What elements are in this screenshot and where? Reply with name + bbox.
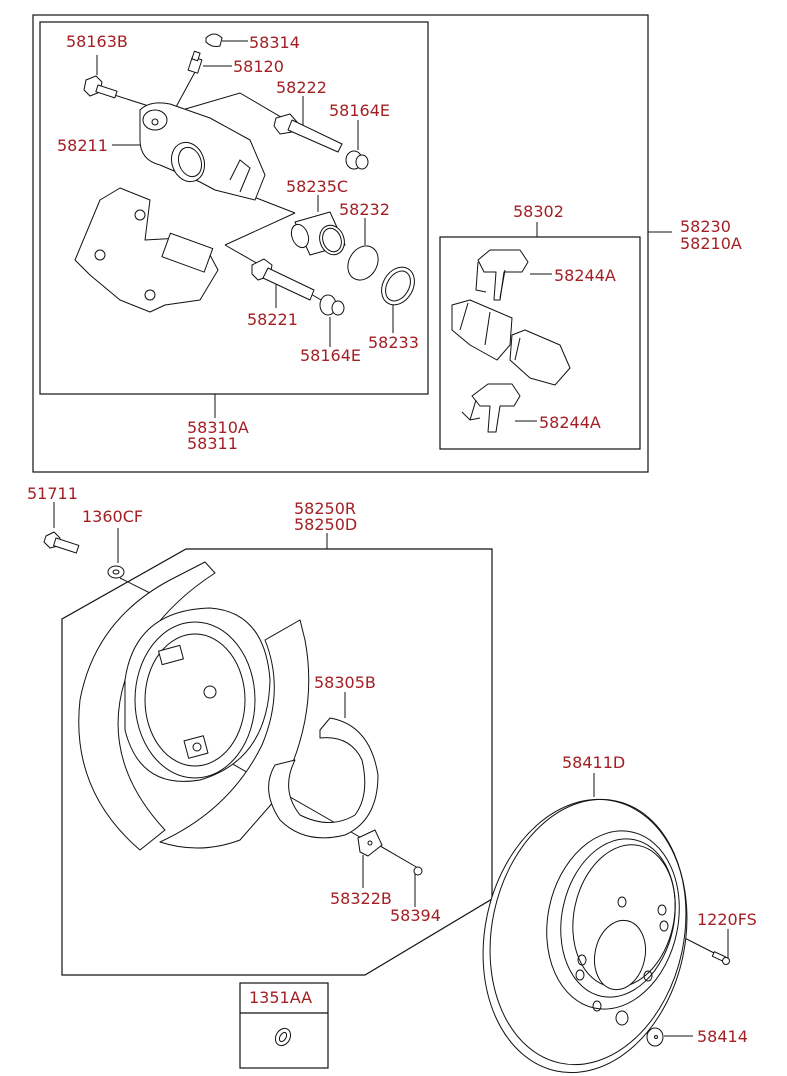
seal-58232-drawing xyxy=(347,245,379,281)
guide-pin-58221-drawing xyxy=(251,258,315,301)
piston-58235C-drawing xyxy=(290,211,346,256)
plug-58414-drawing xyxy=(646,1027,664,1047)
label-58302[interactable]: 58302 xyxy=(513,202,564,221)
label-58244A-bottom[interactable]: 58244A xyxy=(539,413,601,432)
label-58230[interactable]: 58230 xyxy=(680,217,731,236)
label-51711[interactable]: 51711 xyxy=(27,484,78,503)
bolt-58163B-drawing xyxy=(83,75,118,99)
caliper-assembly-box xyxy=(32,14,649,473)
label-58232[interactable]: 58232 xyxy=(339,200,390,219)
leader-lines xyxy=(53,40,729,1037)
label-58222[interactable]: 58222 xyxy=(276,78,327,97)
label-58244A-top[interactable]: 58244A xyxy=(554,266,616,285)
washer-1351AA-drawing xyxy=(274,1027,292,1047)
label-58221[interactable]: 58221 xyxy=(247,310,298,329)
label-58233[interactable]: 58233 xyxy=(368,333,419,352)
screw-58394-drawing xyxy=(413,866,423,876)
washer-1360CF-drawing xyxy=(107,565,125,579)
pad-kit-box xyxy=(439,236,641,450)
backing-plate-box xyxy=(61,548,493,976)
screw-1220FS-drawing xyxy=(711,951,730,965)
caliper-carrier-drawing xyxy=(74,187,219,313)
caliper-body-58211-drawing xyxy=(139,102,266,201)
label-58120[interactable]: 58120 xyxy=(233,57,284,76)
cap-58314-drawing xyxy=(205,33,223,47)
bolt-51711-drawing xyxy=(43,531,80,554)
label-58210A[interactable]: 58210A xyxy=(680,234,742,253)
label-58311[interactable]: 58311 xyxy=(187,434,238,453)
label-58414[interactable]: 58414 xyxy=(697,1027,748,1046)
label-58211[interactable]: 58211 xyxy=(57,136,108,155)
label-58164E-top[interactable]: 58164E xyxy=(329,101,390,120)
label-58235C[interactable]: 58235C xyxy=(286,177,348,196)
label-58411D[interactable]: 58411D xyxy=(562,753,625,772)
label-58164E-bottom[interactable]: 58164E xyxy=(300,346,361,365)
label-1360CF[interactable]: 1360CF xyxy=(82,507,143,526)
caliper-kit-box xyxy=(39,21,429,395)
boot-58164E-top-drawing xyxy=(345,150,369,170)
adjuster-58322B-drawing xyxy=(357,829,383,857)
dust-seal-58233-drawing xyxy=(381,266,415,306)
parking-shoe-58305B-drawing xyxy=(268,717,379,839)
brake-pads-drawing xyxy=(451,299,571,386)
label-58250R[interactable]: 58250R xyxy=(294,499,356,518)
label-58310A[interactable]: 58310A xyxy=(187,418,249,437)
bleeder-58120-drawing xyxy=(187,50,203,74)
washer-1351AA-box xyxy=(239,982,329,1069)
label-58394[interactable]: 58394 xyxy=(390,906,441,925)
guide-pin-58222-drawing xyxy=(273,113,343,153)
boot-58164E-bottom-drawing xyxy=(319,294,345,316)
label-58314[interactable]: 58314 xyxy=(249,33,300,52)
label-1220FS[interactable]: 1220FS xyxy=(697,910,757,929)
label-58305B[interactable]: 58305B xyxy=(314,673,376,692)
label-58322B[interactable]: 58322B xyxy=(330,889,392,908)
label-1351AA[interactable]: 1351AA xyxy=(249,988,312,1007)
label-58250D[interactable]: 58250D xyxy=(294,515,357,534)
brake-disc-58411D-drawing xyxy=(482,798,688,1074)
pad-clip-58244A-top-drawing xyxy=(475,249,529,301)
label-58163B[interactable]: 58163B xyxy=(66,32,128,51)
pad-clip-58244A-bottom-drawing xyxy=(461,383,521,433)
